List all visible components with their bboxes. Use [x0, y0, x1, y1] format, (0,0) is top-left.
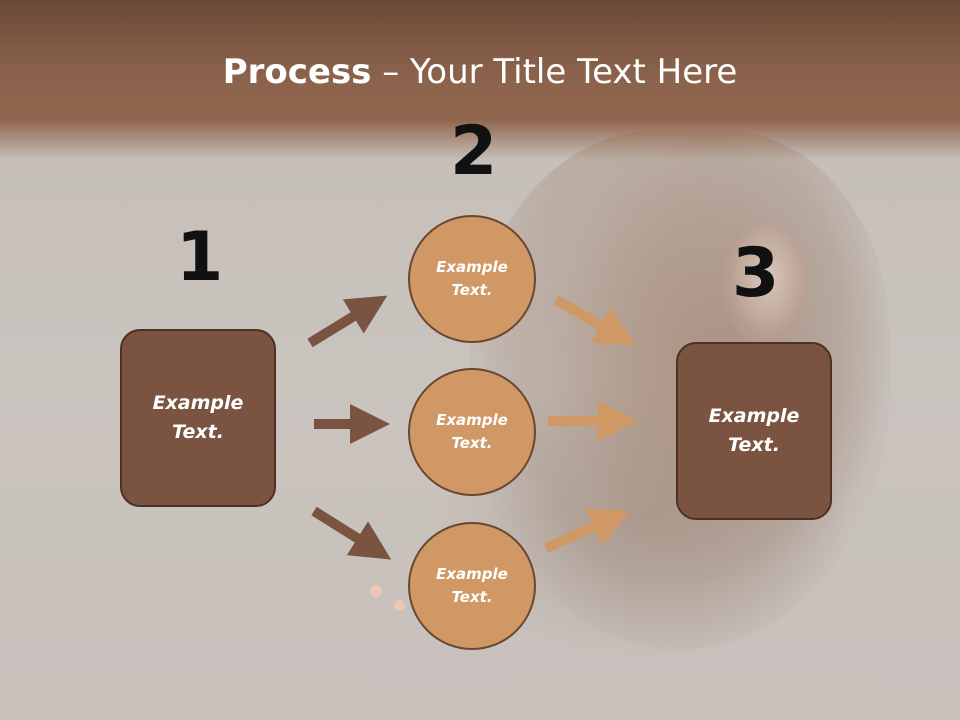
step-box-1: Example Text.	[120, 329, 276, 507]
slide-title: Process – Your Title Text Here	[0, 52, 960, 92]
header-band	[0, 0, 960, 160]
circle-middle: Example Text.	[408, 368, 536, 496]
title-rest: – Your Title Text Here	[371, 52, 738, 92]
arrow-top-to-3	[553, 295, 636, 345]
circle-top: Example Text.	[408, 215, 536, 343]
step-number-2: 2	[450, 112, 498, 191]
bokeh-dot	[370, 585, 382, 597]
ear-highlight	[722, 225, 812, 345]
step-number-3: 3	[732, 234, 780, 313]
step-number-1: 1	[176, 218, 224, 297]
bokeh-dot	[394, 600, 405, 611]
arrow-bottom-to-3	[543, 508, 631, 553]
arrow-1-to-top	[307, 295, 388, 348]
step-box-3: Example Text.	[676, 342, 832, 520]
title-bold: Process	[222, 52, 372, 92]
circle-bottom: Example Text.	[408, 522, 536, 650]
arrow-1-to-bottom	[311, 506, 392, 560]
